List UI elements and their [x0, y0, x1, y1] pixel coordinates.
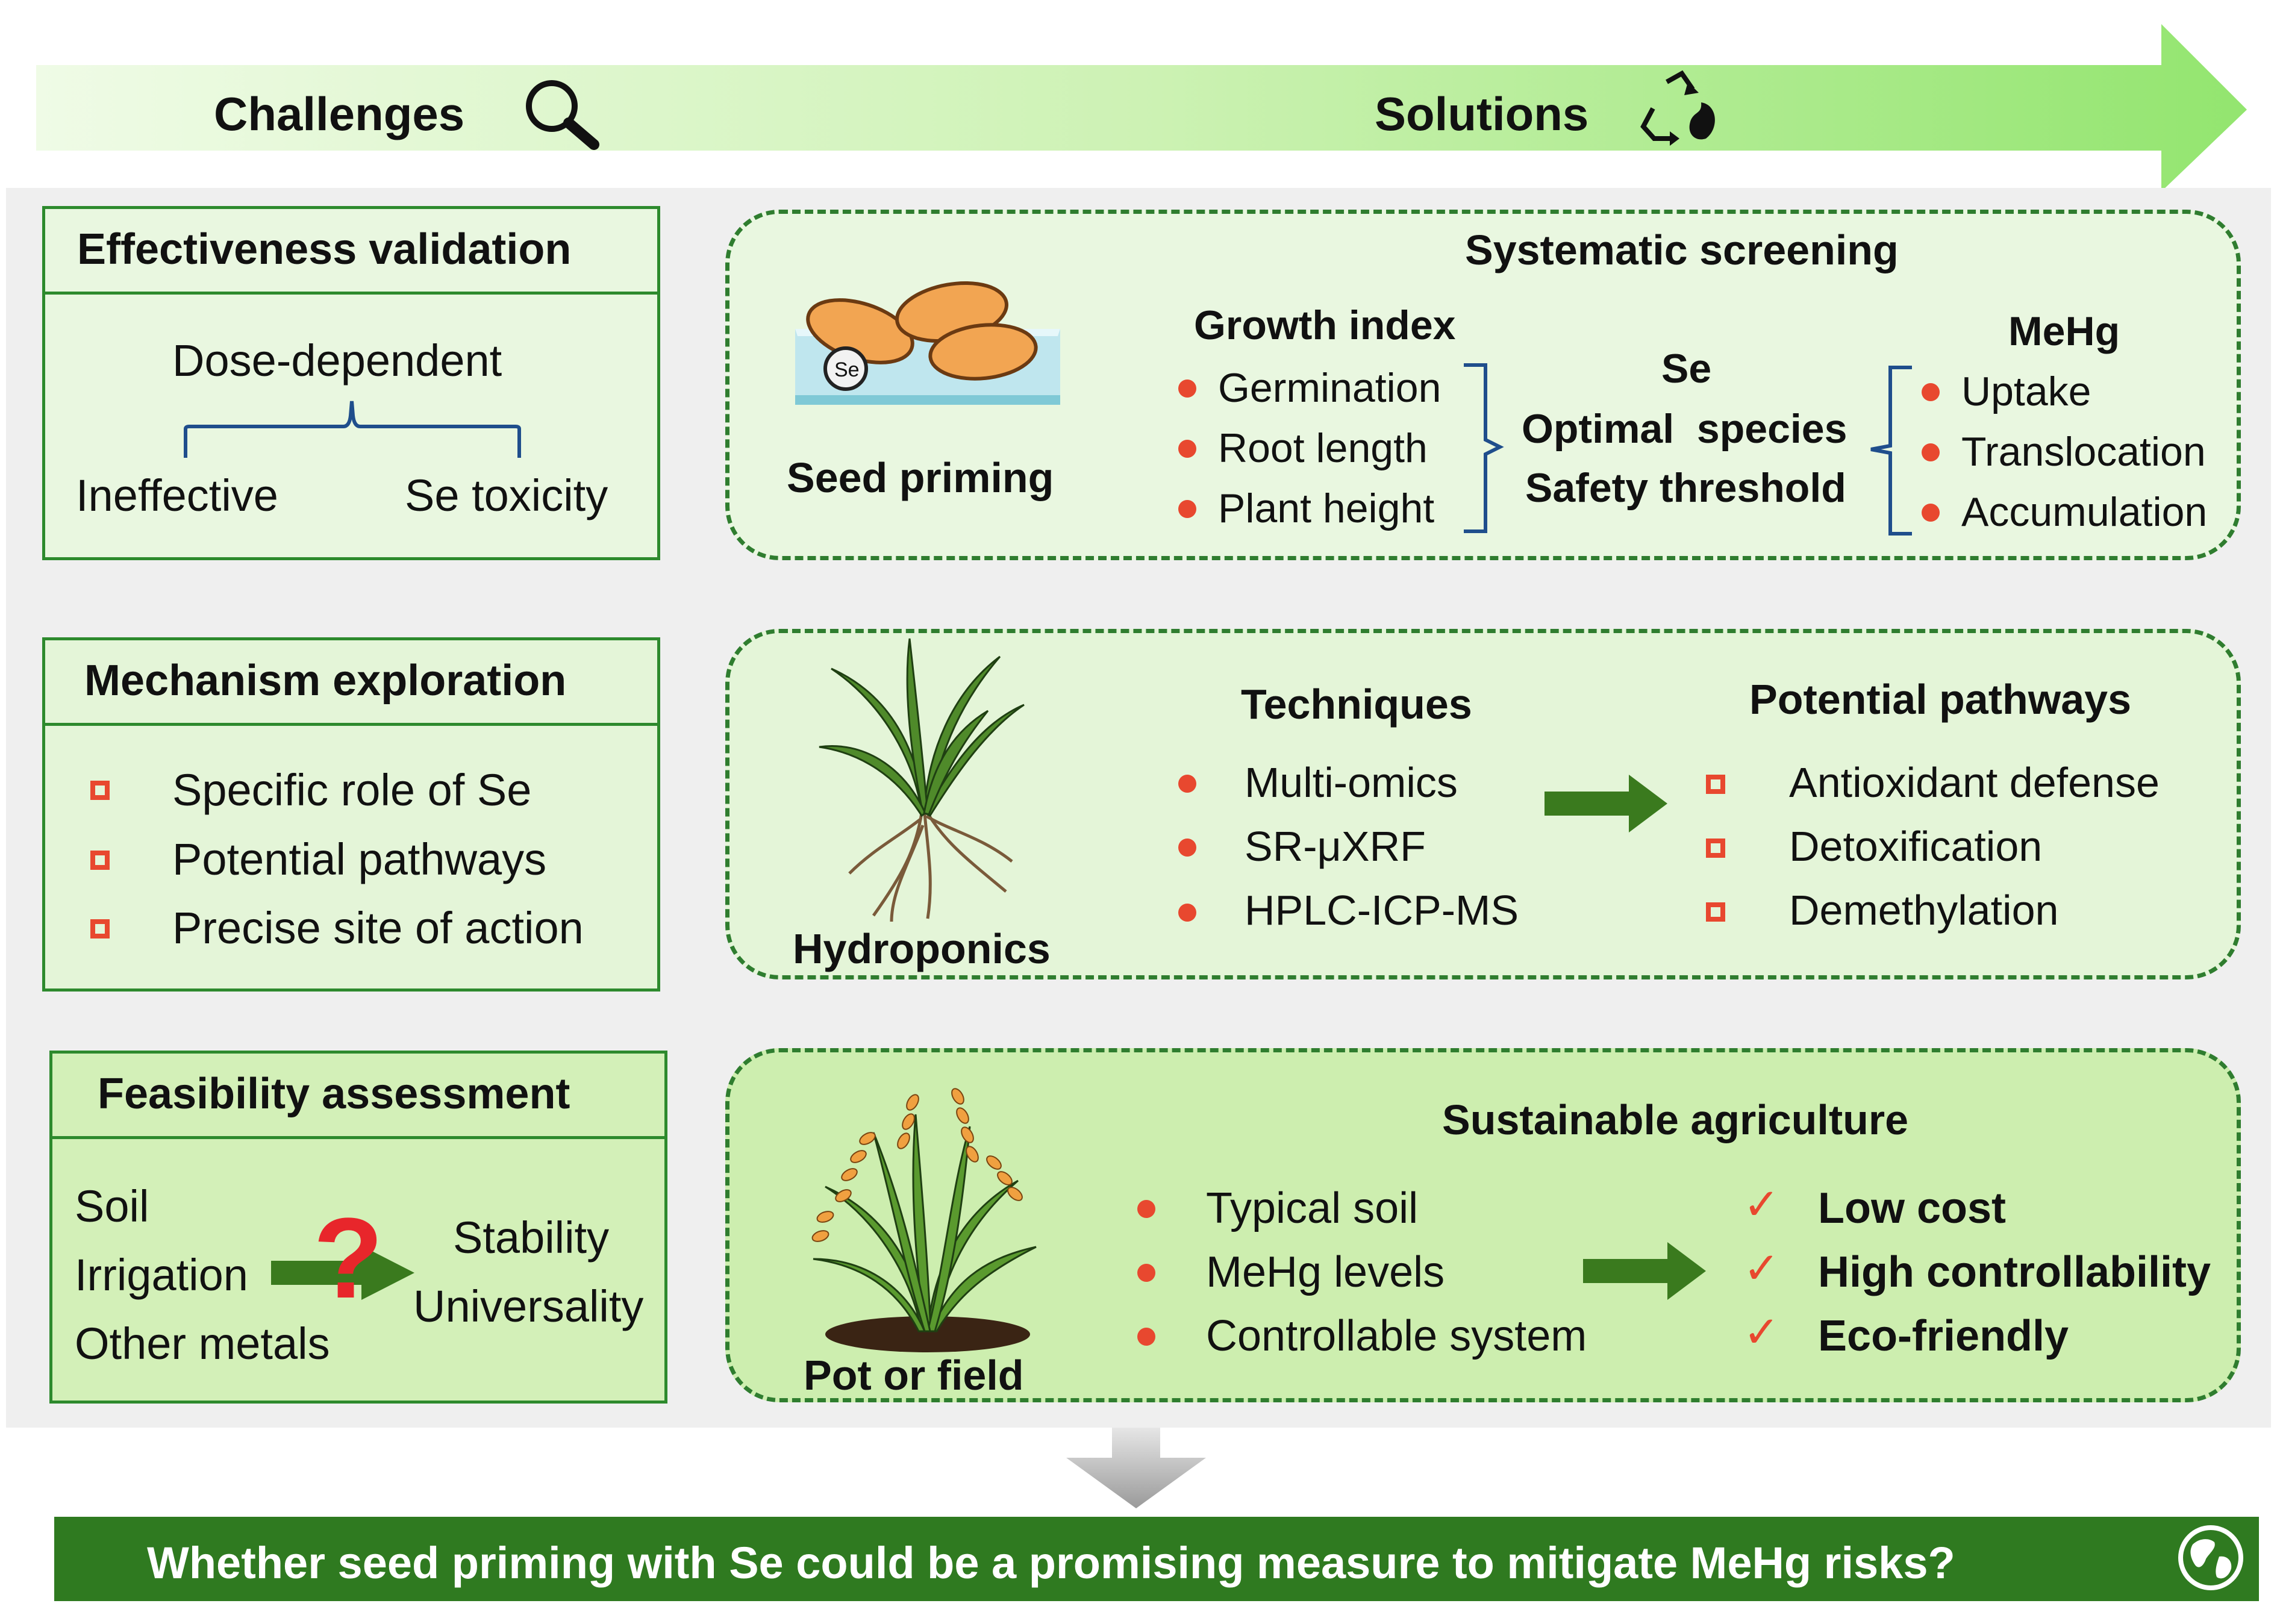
bullet-icon — [1922, 383, 1940, 401]
mechanism-item: Potential pathways — [172, 834, 547, 884]
mehg-item: Translocation — [1961, 429, 2206, 475]
feasibility-box — [49, 1051, 667, 1404]
bullet-icon — [1178, 904, 1196, 922]
mechanism-item: Specific role of Se — [172, 765, 532, 815]
mechanism-box — [42, 637, 660, 992]
bullet-icon — [1178, 440, 1196, 458]
seed-priming-label: Seed priming — [787, 454, 1054, 501]
pathway-item: Antioxidant defense — [1789, 759, 2160, 806]
mehg-item: Accumulation — [1961, 489, 2208, 535]
techniques-arrow — [1545, 775, 1667, 832]
pot-or-field-label: Pot or field — [804, 1352, 1024, 1399]
dose-dependent-label: Dose-dependent — [172, 336, 502, 386]
hydroponics-label: Hydroponics — [793, 925, 1051, 972]
pathway-item: Detoxification — [1789, 823, 2043, 870]
feasibility-input: Soil — [75, 1181, 149, 1231]
globe-icon — [2178, 1525, 2243, 1590]
se-line: Safety threshold — [1525, 465, 1846, 511]
bullet-icon — [1922, 504, 1940, 522]
feasibility-input: Other metals — [75, 1319, 330, 1369]
technique-item: SR-μXRF — [1245, 823, 1426, 870]
se-line: Optimal species — [1522, 406, 1848, 452]
feasibility-output: Stability — [453, 1213, 610, 1263]
feasibility-arrow — [271, 1246, 414, 1300]
hydroponics-box — [725, 629, 2241, 979]
benefit-item: High controllability — [1818, 1248, 2211, 1296]
hydroponics-plant-illustration — [819, 638, 1025, 922]
bullet-icon — [1137, 1200, 1155, 1218]
question-mark: ? — [313, 1195, 384, 1322]
pathway-item: Demethylation — [1789, 887, 2059, 934]
effectiveness-title: Effectiveness validation — [77, 225, 572, 273]
condition-item: Typical soil — [1206, 1184, 1419, 1232]
mehg-bracket — [1870, 366, 1912, 536]
agriculture-arrow — [1583, 1242, 1706, 1300]
mechanism-item: Precise site of action — [172, 903, 584, 953]
bullet-icon — [1178, 500, 1196, 518]
down-arrow — [1066, 1428, 1206, 1508]
se-toxicity-label: Se toxicity — [405, 470, 608, 520]
rice-plant-illustration — [811, 1088, 1037, 1352]
checkbox-icon — [1706, 839, 1725, 858]
bullet-icon — [1137, 1328, 1155, 1346]
growth-item: Germination — [1218, 365, 1441, 411]
se-badge: Se — [834, 358, 860, 381]
sustainable-agriculture-title: Sustainable agriculture — [1442, 1096, 1909, 1143]
checkbox-icon — [90, 781, 110, 800]
growth-bracket — [1464, 363, 1504, 533]
ineffective-label: Ineffective — [76, 470, 278, 520]
solutions-label: Solutions — [1375, 87, 1589, 140]
techniques-title: Techniques — [1241, 681, 1472, 728]
bullet-icon — [1178, 775, 1196, 793]
check-icon: ✓ — [1743, 1181, 1780, 1229]
benefit-item: Eco-friendly — [1818, 1312, 2069, 1360]
mehg-item: Uptake — [1961, 369, 2091, 414]
bullet-icon — [1178, 839, 1196, 857]
checkbox-icon — [1706, 902, 1725, 922]
seed-priming-illustration — [795, 281, 1060, 405]
mechanism-title: Mechanism exploration — [84, 657, 567, 705]
condition-item: Controllable system — [1206, 1312, 1587, 1360]
effectiveness-box — [42, 206, 660, 560]
screening-title: Systematic screening — [1465, 226, 1899, 273]
benefit-item: Low cost — [1818, 1184, 2007, 1232]
condition-item: MeHg levels — [1206, 1248, 1445, 1296]
bullet-icon — [1922, 443, 1940, 461]
dose-bracket — [184, 401, 521, 458]
checkbox-icon — [90, 919, 110, 938]
technique-item: Multi-omics — [1245, 759, 1458, 806]
bullet-icon — [1178, 379, 1196, 398]
conclusion-text: Whether seed priming with Se could be a … — [147, 1538, 1955, 1588]
bullet-icon — [1137, 1264, 1155, 1282]
technique-item: HPLC-ICP-MS — [1245, 887, 1519, 934]
se-title: Se — [1661, 346, 1712, 392]
pathways-title: Potential pathways — [1749, 676, 2132, 723]
growth-item: Plant height — [1218, 486, 1435, 531]
top-banner-arrow — [36, 24, 2247, 192]
feasibility-output: Universality — [413, 1281, 644, 1331]
check-icon: ✓ — [1743, 1245, 1780, 1293]
feasibility-input: Irrigation — [75, 1250, 248, 1300]
magnifier-icon — [526, 80, 599, 150]
conclusion-bar — [54, 1517, 2259, 1601]
challenges-label: Challenges — [214, 87, 465, 140]
checkbox-icon — [90, 851, 110, 870]
check-icon: ✓ — [1743, 1308, 1780, 1357]
mehg-title: MeHg — [2008, 308, 2120, 354]
feasibility-title: Feasibility assessment — [98, 1070, 570, 1118]
recycle-leaf-icon — [1640, 70, 1715, 146]
growth-item: Root length — [1218, 425, 1428, 471]
checkbox-icon — [1706, 775, 1725, 794]
growth-index-title: Growth index — [1194, 302, 1456, 348]
